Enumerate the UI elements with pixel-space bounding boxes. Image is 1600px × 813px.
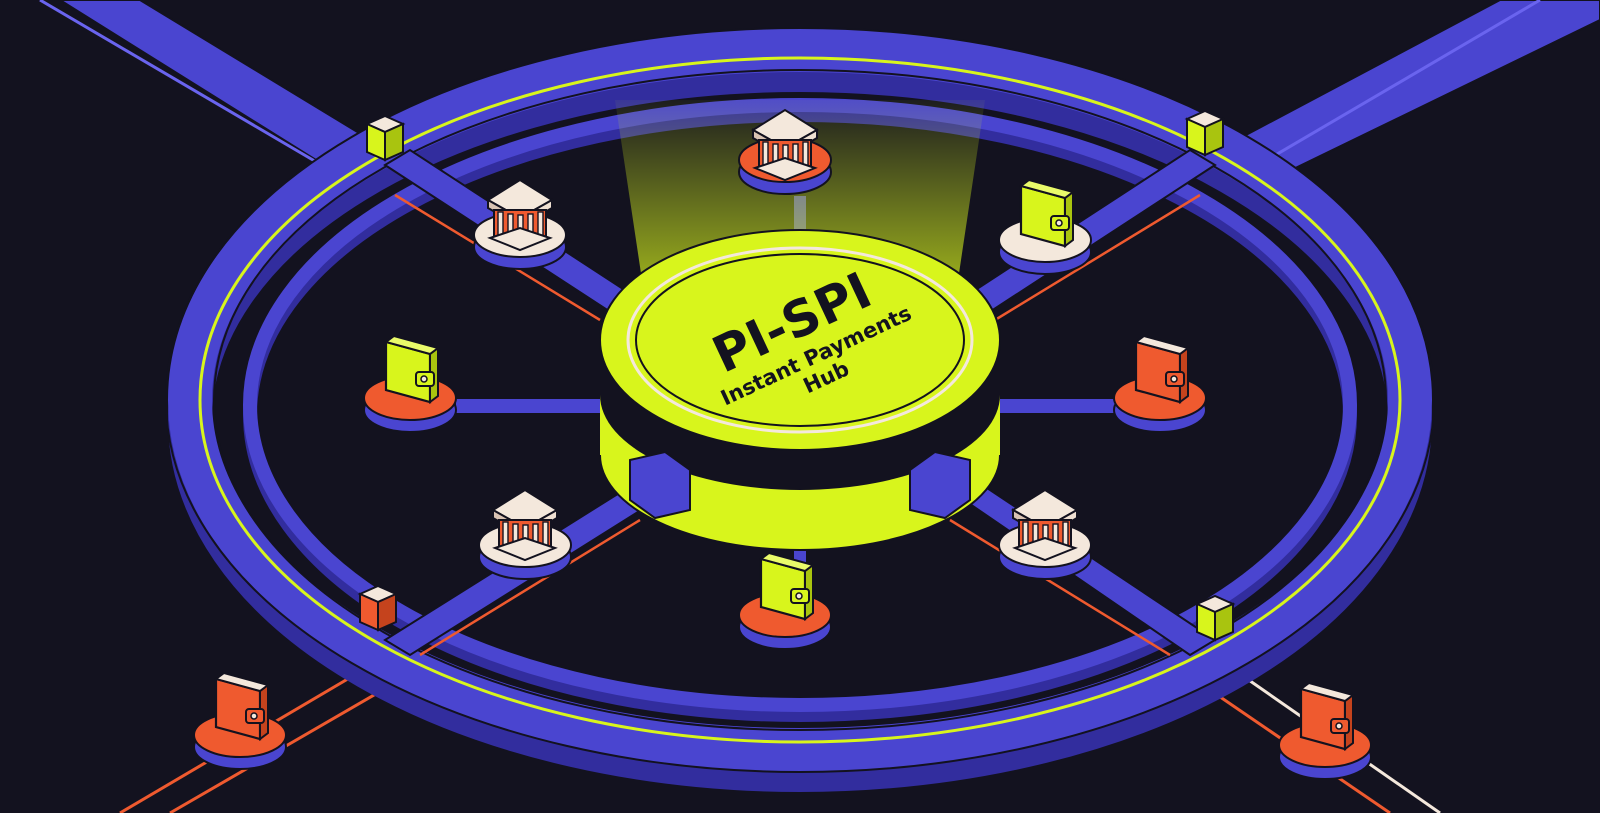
junction-cube-upper-left [366,115,404,161]
junction-cube-upper-right [1186,110,1224,156]
wallet-icon [1134,334,1190,404]
junction-cube-lower-right [1196,595,1234,641]
outer-ring [165,27,1435,792]
junction-cube-lower-left [359,585,397,631]
wallet-icon [759,551,815,621]
central-hub [599,229,1001,551]
wallet-icon [1299,681,1355,751]
diagonal-rails [39,0,1600,813]
wallet-icon [384,334,440,404]
wallet-icon [214,671,270,741]
wallet-icon [1019,178,1075,248]
